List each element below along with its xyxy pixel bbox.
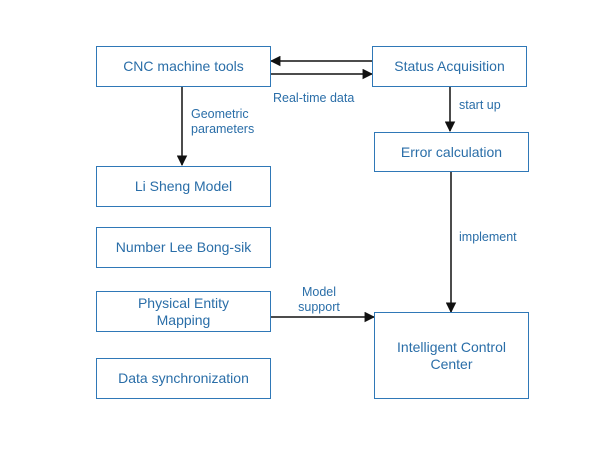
- node-status-acquisition: Status Acquisition: [372, 46, 527, 87]
- edge-label-implement: implement: [459, 230, 517, 244]
- edge-label-geometric-parameters: Geometric parameters: [191, 107, 254, 137]
- node-error-calculation: Error calculation: [374, 132, 529, 172]
- edge-label-geometric-line2: parameters: [191, 122, 255, 136]
- node-physical-entity-mapping: Physical Entity Mapping: [96, 291, 271, 332]
- edge-label-model-support: Model support: [288, 285, 350, 315]
- node-numberlee-label: Number Lee Bong-sik: [115, 239, 252, 255]
- edge-label-model-line2: support: [298, 300, 340, 314]
- node-number-lee-bong-sik: Number Lee Bong-sik: [96, 227, 271, 268]
- node-cnc-label: CNC machine tools: [123, 58, 244, 74]
- node-icc-label-line1: Intelligent Control: [397, 338, 506, 355]
- node-intelligent-control-center: Intelligent Control Center: [374, 312, 529, 399]
- node-data-synchronization: Data synchronization: [96, 358, 271, 399]
- node-status-label: Status Acquisition: [394, 58, 505, 74]
- node-lisheng-label: Li Sheng Model: [134, 178, 233, 194]
- node-li-sheng-model: Li Sheng Model: [96, 166, 271, 207]
- node-icc-label-line2: Center: [430, 355, 473, 372]
- edge-label-realtime-data: Real-time data: [273, 91, 355, 105]
- node-error-label: Error calculation: [400, 143, 503, 160]
- node-cnc-machine-tools: CNC machine tools: [96, 46, 271, 87]
- edge-label-start-up: start up: [459, 98, 501, 112]
- node-physical-label-line1: Physical Entity: [137, 294, 230, 311]
- node-physical-label-line2: Mapping: [156, 311, 211, 328]
- edge-label-geometric-line1: Geometric: [191, 107, 249, 121]
- node-datasync-label: Data synchronization: [118, 370, 249, 386]
- edge-label-model-line1: Model: [301, 285, 337, 299]
